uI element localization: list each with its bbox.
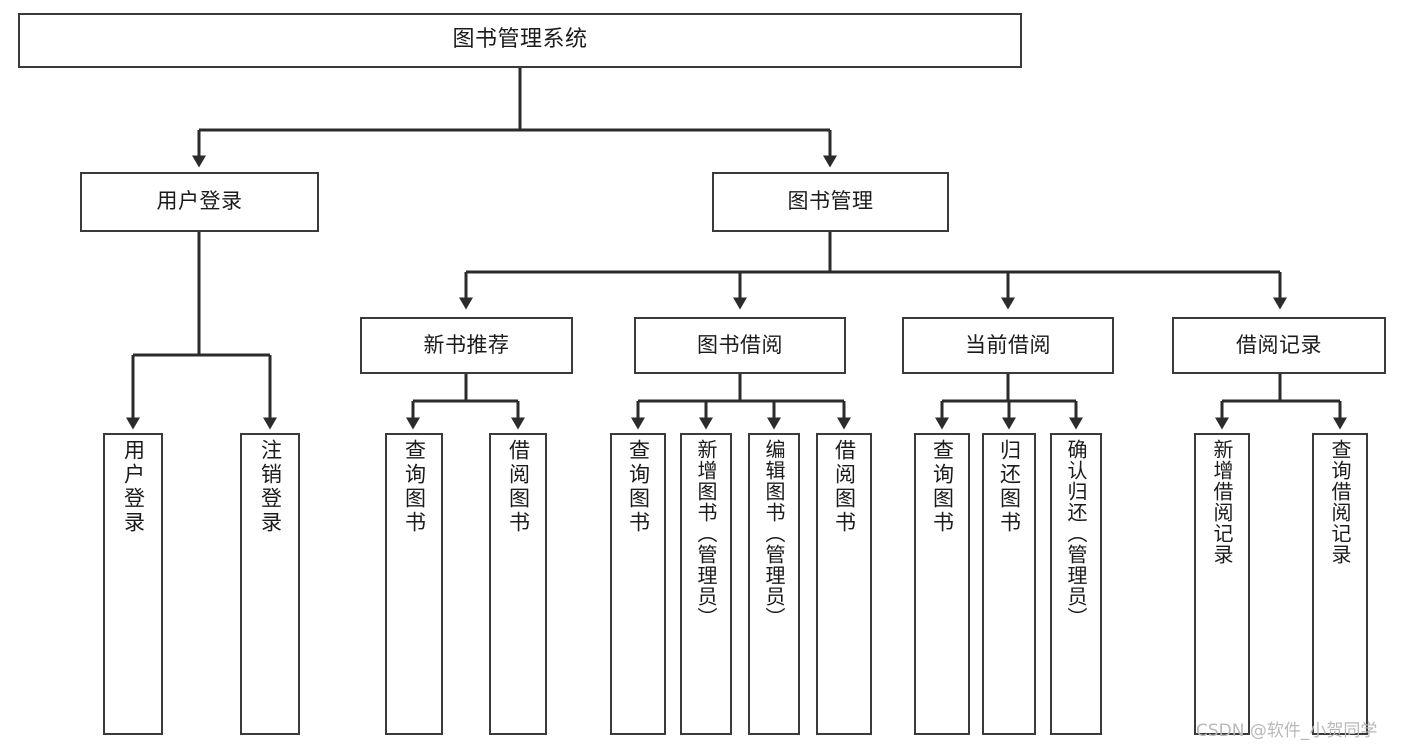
node-borrow-record-label: 借阅记录 <box>1236 332 1322 357</box>
node-leaf-confirm-return[interactable]: 确认归还（管理员） <box>1050 433 1102 735</box>
node-leaf-add-record-label: 新增借阅记录 <box>1210 439 1234 565</box>
node-root-label: 图书管理系统 <box>452 27 588 53</box>
node-new-book-recommend-label: 新书推荐 <box>423 332 510 357</box>
node-leaf-borrow-book-2-label: 借阅图书 <box>832 439 857 535</box>
node-leaf-query-book-1[interactable]: 查询图书 <box>385 433 443 735</box>
node-leaf-edit-book[interactable]: 编辑图书（管理员） <box>748 433 800 735</box>
node-current-borrow-label: 当前借阅 <box>965 332 1051 357</box>
node-new-book-recommend[interactable]: 新书推荐 <box>360 317 573 374</box>
node-leaf-add-record[interactable]: 新增借阅记录 <box>1194 433 1250 735</box>
node-current-borrow[interactable]: 当前借阅 <box>902 317 1114 374</box>
node-book-borrow[interactable]: 图书借阅 <box>634 317 846 374</box>
node-leaf-query-record[interactable]: 查询借阅记录 <box>1312 433 1368 735</box>
node-book-management-label: 图书管理 <box>787 189 874 214</box>
node-leaf-query-record-label: 查询借阅记录 <box>1328 439 1352 565</box>
node-leaf-borrow-book-1-label: 借阅图书 <box>506 439 531 535</box>
node-borrow-record[interactable]: 借阅记录 <box>1172 317 1386 374</box>
node-leaf-query-book-3[interactable]: 查询图书 <box>914 433 970 735</box>
node-leaf-confirm-return-label: 确认归还（管理员） <box>1064 439 1088 628</box>
node-leaf-return-book[interactable]: 归还图书 <box>982 433 1036 735</box>
node-leaf-query-book-1-label: 查询图书 <box>402 439 427 535</box>
node-leaf-user-logout[interactable]: 注销登录 <box>240 433 300 735</box>
node-leaf-user-login[interactable]: 用户登录 <box>103 433 163 735</box>
node-leaf-add-book-label: 新增图书（管理员） <box>694 439 718 628</box>
node-leaf-borrow-book-2[interactable]: 借阅图书 <box>816 433 872 735</box>
node-leaf-add-book[interactable]: 新增图书（管理员） <box>680 433 732 735</box>
node-book-borrow-label: 图书借阅 <box>697 332 783 357</box>
node-leaf-query-book-2[interactable]: 查询图书 <box>610 433 666 735</box>
node-leaf-edit-book-label: 编辑图书（管理员） <box>762 439 786 628</box>
node-root[interactable]: 图书管理系统 <box>18 13 1022 68</box>
node-leaf-user-logout-label: 注销登录 <box>258 439 283 535</box>
node-leaf-query-book-3-label: 查询图书 <box>930 439 955 535</box>
node-user-login-label: 用户登录 <box>156 189 243 214</box>
node-leaf-query-book-2-label: 查询图书 <box>626 439 651 535</box>
node-leaf-user-login-label: 用户登录 <box>121 439 146 535</box>
node-leaf-return-book-label: 归还图书 <box>997 439 1022 535</box>
node-book-management[interactable]: 图书管理 <box>712 172 949 232</box>
node-leaf-borrow-book-1[interactable]: 借阅图书 <box>489 433 547 735</box>
node-user-login[interactable]: 用户登录 <box>80 172 319 232</box>
